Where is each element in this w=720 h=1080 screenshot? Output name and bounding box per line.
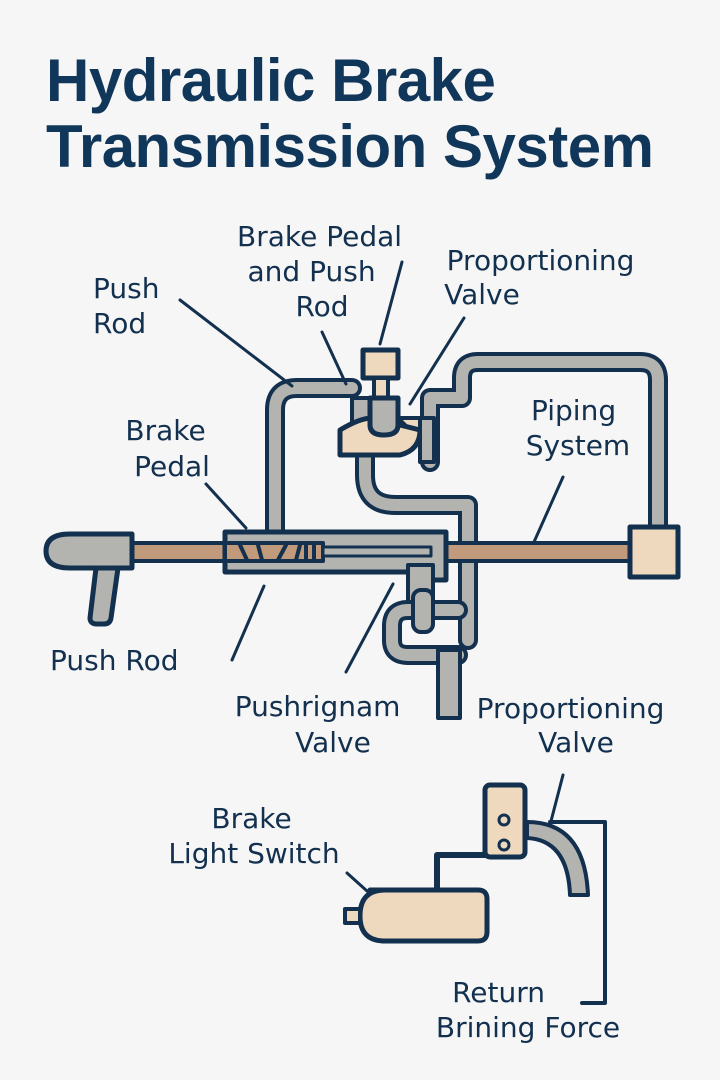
label-line: System <box>526 429 630 462</box>
label-proportioning-valve-top: Proportioning Valve <box>444 244 643 311</box>
brake-pedal-handle <box>43 531 135 627</box>
label-line: Pushrignam <box>235 690 401 723</box>
label-line: Light Switch <box>168 837 339 870</box>
label-line: Brake <box>211 802 291 835</box>
label-line: and Push <box>248 255 376 288</box>
label-line: Push <box>93 272 159 305</box>
label-line: Piping <box>531 394 616 427</box>
label-line: Brining Force <box>436 1011 620 1044</box>
label-proportioning-valve-bottom: Proportioning Valve <box>477 692 674 759</box>
brake-light-switch <box>343 782 607 1005</box>
label-line: Return <box>452 976 545 1009</box>
label-pushrignam-valve: Pushrignam Valve <box>235 690 410 759</box>
master-cylinder <box>222 529 449 607</box>
label-brake-pedal: Brake Pedal <box>125 414 214 483</box>
label-push-rod-bottom: Push Rod <box>50 644 178 677</box>
label-line: Rod <box>295 290 348 323</box>
label-line: Pedal <box>134 450 210 483</box>
diagram-title: Hydraulic Brake Transmission System <box>46 47 654 180</box>
label-line: Push Rod <box>50 644 178 677</box>
label-line: Proportioning <box>477 692 665 725</box>
diagram-title-line-1: Hydraulic Brake <box>46 47 496 114</box>
diagram-title-line-2: Transmission System <box>46 113 654 180</box>
valve-outlet-pipe <box>355 440 478 650</box>
label-line: Valve <box>444 278 520 311</box>
label-line: Rod <box>93 307 146 340</box>
piping-system-pipe <box>265 352 668 545</box>
label-line: Brake Pedal <box>237 220 402 253</box>
label-line: Valve <box>295 726 371 759</box>
label-return-brining-force: Return Brining Force <box>436 976 620 1044</box>
label-brake-light-switch: Brake Light Switch <box>168 802 339 870</box>
return-loop-pipe <box>382 588 468 720</box>
label-line: Brake <box>125 414 205 447</box>
reservoir-block <box>627 524 681 580</box>
leader-lines <box>178 260 565 893</box>
top-valve-assembly <box>337 347 436 464</box>
label-push-rod-top: Push Rod <box>93 272 168 340</box>
label-brake-pedal-and-push-rod: Brake Pedal and Push Rod <box>237 220 411 323</box>
label-line: Proportioning <box>447 244 635 277</box>
label-piping-system: Piping System <box>526 394 630 462</box>
label-line: Valve <box>538 726 614 759</box>
